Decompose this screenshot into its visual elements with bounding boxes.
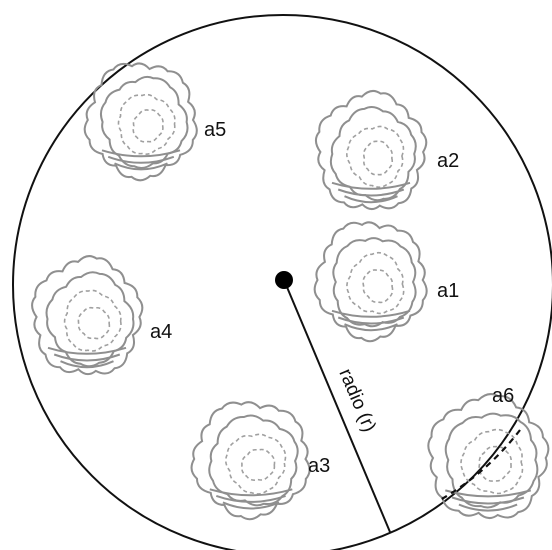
cloud-underline-arc xyxy=(54,355,120,361)
center-point xyxy=(275,271,293,289)
cloud-core xyxy=(65,290,121,351)
cloud-center xyxy=(133,110,163,142)
cloud-cluster-a3 xyxy=(192,402,310,519)
cloud-center xyxy=(242,450,275,481)
cluster-label-a5: a5 xyxy=(204,119,226,141)
cloud-center xyxy=(78,308,109,339)
cloud-underline-arc xyxy=(115,163,168,169)
cluster-label-a1: a1 xyxy=(437,280,459,302)
radius-line xyxy=(284,280,390,532)
cloud-center xyxy=(364,141,392,174)
cluster-label-a6: a6 xyxy=(492,385,514,407)
cloud-underline-arc xyxy=(216,496,285,502)
radius-label: radio (r) xyxy=(334,366,379,435)
cloud-cluster-a4 xyxy=(32,256,142,374)
cluster-label-a4: a4 xyxy=(150,321,172,343)
cloud-layer xyxy=(32,63,548,519)
cloud-center xyxy=(363,270,392,302)
cluster-label-a3: a3 xyxy=(308,455,330,477)
cloud-core xyxy=(118,95,174,155)
cloud-underline-arc xyxy=(338,190,404,196)
cloud-core xyxy=(347,126,404,187)
cloud-cluster-a2 xyxy=(316,91,426,209)
cloud-core xyxy=(226,434,286,494)
cloud-cluster-a5 xyxy=(85,63,197,180)
cloud-underline-arc xyxy=(108,157,174,163)
cluster-label-a2: a2 xyxy=(437,150,459,172)
cloud-cluster-a1 xyxy=(315,222,427,341)
cloud-core xyxy=(347,253,404,314)
